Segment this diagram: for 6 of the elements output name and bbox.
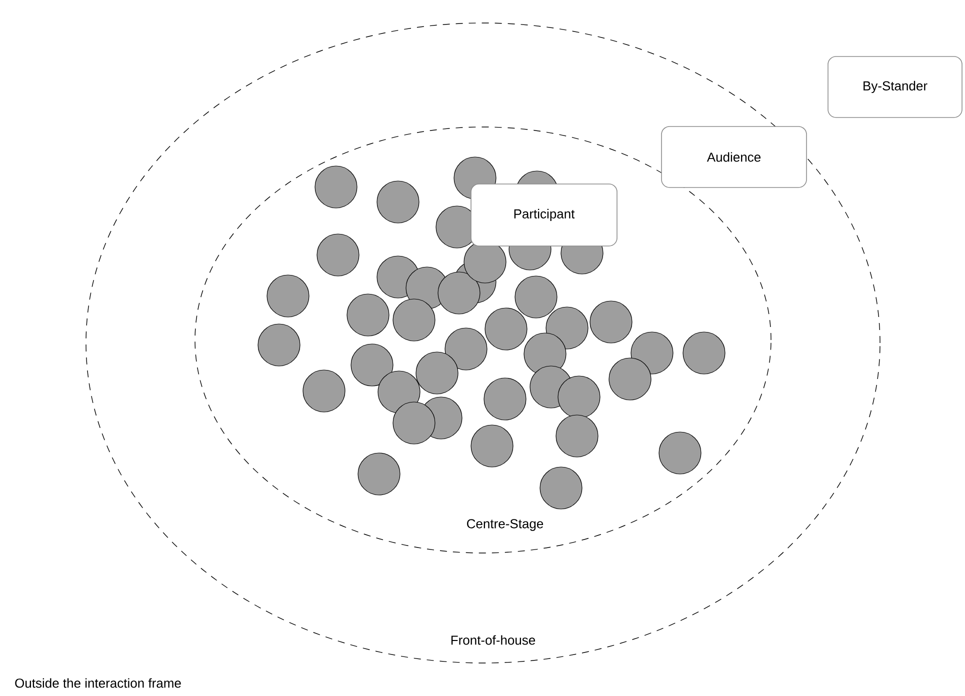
region-label: Front-of-house	[451, 635, 536, 645]
role-box: Audience	[661, 126, 807, 188]
role-box: Participant	[470, 184, 618, 246]
region-label: Centre-Stage	[467, 519, 544, 531]
frame-label: Outside the interaction frame	[15, 678, 181, 688]
role-box: By-Stander	[828, 56, 962, 118]
